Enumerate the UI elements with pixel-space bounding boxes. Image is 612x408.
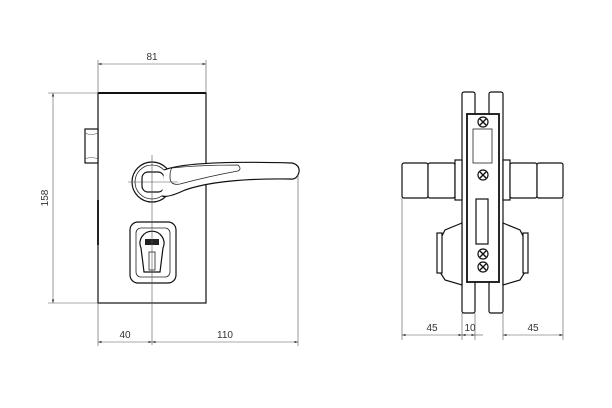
knob-right: [502, 159, 564, 201]
dim-center-offset: 40: [119, 330, 131, 341]
screw-icon: [477, 261, 489, 273]
dim-glass-gap: 10: [464, 323, 476, 334]
dim-left-knob: 45: [426, 323, 438, 334]
screw-icon: [477, 169, 489, 181]
dim-height: 158: [40, 189, 51, 206]
screw-icon: [477, 248, 489, 260]
screw-icon: [477, 116, 489, 128]
faceplate: [466, 113, 500, 283]
cylinder-right: [502, 222, 529, 286]
latch-bolt: [84, 128, 99, 164]
knob-left: [401, 159, 463, 201]
cylinder-escutcheon: [129, 221, 177, 284]
dim-right-knob: 45: [527, 323, 539, 334]
dim-handle-length: 110: [217, 330, 233, 341]
front-view: 81 158 40 110: [40, 52, 300, 346]
cylinder-left: [436, 222, 463, 286]
dim-width: 81: [146, 52, 158, 63]
side-view: 45 10 45: [401, 91, 564, 340]
